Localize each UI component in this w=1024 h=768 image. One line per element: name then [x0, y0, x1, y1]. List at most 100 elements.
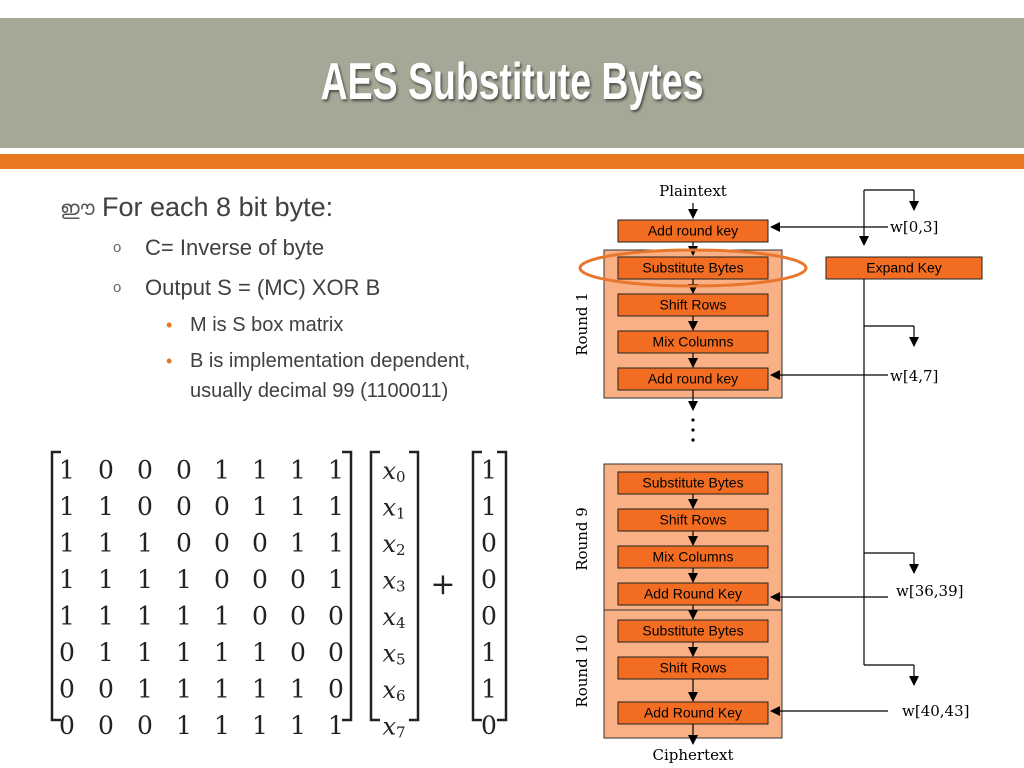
matrix-cell: 0 — [98, 456, 114, 485]
matrix-cell: 1 — [214, 711, 230, 740]
matrix-cell: 1 — [176, 638, 192, 667]
bullet-dot-icon: • — [166, 315, 173, 335]
vector-cell: x7 — [382, 712, 405, 742]
matrix-cell: 0 — [98, 675, 114, 704]
matrix-cell: 1 — [137, 602, 153, 631]
key-label: w[0,3] — [890, 218, 938, 236]
matrix-cell: 1 — [176, 602, 192, 631]
matrix-cell: 1 — [328, 492, 344, 521]
matrix-cell: 1 — [59, 565, 75, 594]
constant-cell: 0 — [481, 565, 497, 594]
matrix-cell: 0 — [214, 529, 230, 558]
round1-label: Round 1 — [573, 292, 591, 356]
bullet-text: Output S = (MC) XOR B — [145, 275, 381, 300]
matrix-cell: 0 — [214, 565, 230, 594]
bullet-circle-icon: o — [113, 239, 122, 256]
round1-step-label: Substitute Bytes — [642, 260, 743, 276]
matrix-cell: 0 — [290, 602, 306, 631]
matrix-cell: 1 — [176, 675, 192, 704]
constant-cell: 0 — [481, 602, 497, 631]
round10-step-label: Substitute Bytes — [642, 623, 743, 639]
key-label: w[40,43] — [902, 702, 970, 720]
bullet-dot-icon: • — [166, 351, 173, 371]
vector-cell: x5 — [382, 639, 405, 669]
matrix-cell: 0 — [290, 565, 306, 594]
matrix-bracket — [369, 450, 380, 722]
matrix-cell: 1 — [59, 492, 75, 521]
plaintext-label: Plaintext — [659, 182, 727, 200]
ellipsis-dot — [691, 438, 695, 442]
constant-cell: 0 — [481, 529, 497, 558]
matrix-cell: 1 — [59, 456, 75, 485]
matrix-cell: 1 — [252, 711, 268, 740]
matrix-cell: 1 — [98, 638, 114, 667]
vector-cell: x4 — [382, 603, 405, 633]
bullet-text: usually decimal 99 (1100011) — [190, 380, 449, 402]
key-label: w[4,7] — [890, 367, 938, 385]
constant-cell: 1 — [481, 675, 497, 704]
round9-step-label: Mix Columns — [653, 549, 734, 565]
matrix-bracket — [409, 450, 420, 722]
round10-step-label: Shift Rows — [660, 660, 727, 676]
round1-step-label: Add round key — [648, 371, 738, 387]
matrix-cell: 1 — [214, 456, 230, 485]
constant-cell: 1 — [481, 492, 497, 521]
slide-title: AES Substitute Bytes — [320, 53, 704, 111]
vector-cell: x1 — [382, 493, 405, 523]
vector-cell: x6 — [382, 676, 405, 706]
matrix-cell: 1 — [328, 711, 344, 740]
matrix-cell: 1 — [176, 565, 192, 594]
matrix-cell: 1 — [176, 711, 192, 740]
matrix-cell: 0 — [328, 602, 344, 631]
matrix-cell: 1 — [214, 638, 230, 667]
matrix-cell: 0 — [59, 675, 75, 704]
round9-step-label: Substitute Bytes — [642, 475, 743, 491]
matrix-cell: 1 — [328, 529, 344, 558]
plus-operator: + — [430, 567, 455, 602]
initial-add-round-key-box-label: Add round key — [648, 223, 738, 239]
ellipsis-dot — [691, 428, 695, 432]
matrix-bracket — [342, 450, 353, 722]
bullet-level1: ഈ For each 8 bit byte: — [60, 186, 560, 228]
title-bar — [0, 18, 1024, 148]
highlight-ellipse — [578, 248, 808, 288]
bullet-text: B is implementation dependent, — [190, 350, 471, 372]
matrix-cell: 0 — [252, 529, 268, 558]
bullet-level2: o C= Inverse of byte — [60, 228, 560, 268]
constant-cell: 1 — [481, 638, 497, 667]
matrix-cell: 0 — [214, 492, 230, 521]
matrix-cell: 1 — [328, 565, 344, 594]
bullet-text: M is S box matrix — [190, 314, 344, 336]
matrix-cell: 1 — [290, 492, 306, 521]
expand-key-label: Expand Key — [866, 260, 942, 276]
bullet-ornament-icon: ഈ — [60, 196, 95, 220]
round9-step-label: Shift Rows — [660, 512, 727, 528]
key-label: w[36,39] — [896, 582, 964, 600]
matrix-cell: 0 — [98, 711, 114, 740]
round10-step-label: Add Round Key — [644, 705, 742, 721]
matrix-cell: 1 — [252, 492, 268, 521]
constant-cell: 1 — [481, 456, 497, 485]
matrix-cell: 0 — [137, 456, 153, 485]
matrix-cell: 0 — [176, 529, 192, 558]
matrix-cell: 1 — [290, 529, 306, 558]
matrix-cell: 1 — [214, 602, 230, 631]
matrix-cell: 1 — [252, 638, 268, 667]
round10-label: Round 10 — [573, 634, 591, 707]
matrix-cell: 0 — [252, 602, 268, 631]
matrix-cell: 0 — [328, 638, 344, 667]
round1-step-label: Shift Rows — [660, 297, 727, 313]
matrix-bracket — [471, 450, 482, 722]
accent-bar — [0, 154, 1024, 169]
matrix-cell: 0 — [252, 565, 268, 594]
matrix-cell: 1 — [98, 565, 114, 594]
matrix-cell: 0 — [137, 711, 153, 740]
matrix-cell: 1 — [252, 456, 268, 485]
matrix-cell: 1 — [290, 675, 306, 704]
bullet-text: For each 8 bit byte: — [102, 192, 334, 222]
round9-label: Round 9 — [573, 507, 591, 571]
round9-step-label: Add Round Key — [644, 586, 742, 602]
matrix-cell: 1 — [59, 602, 75, 631]
